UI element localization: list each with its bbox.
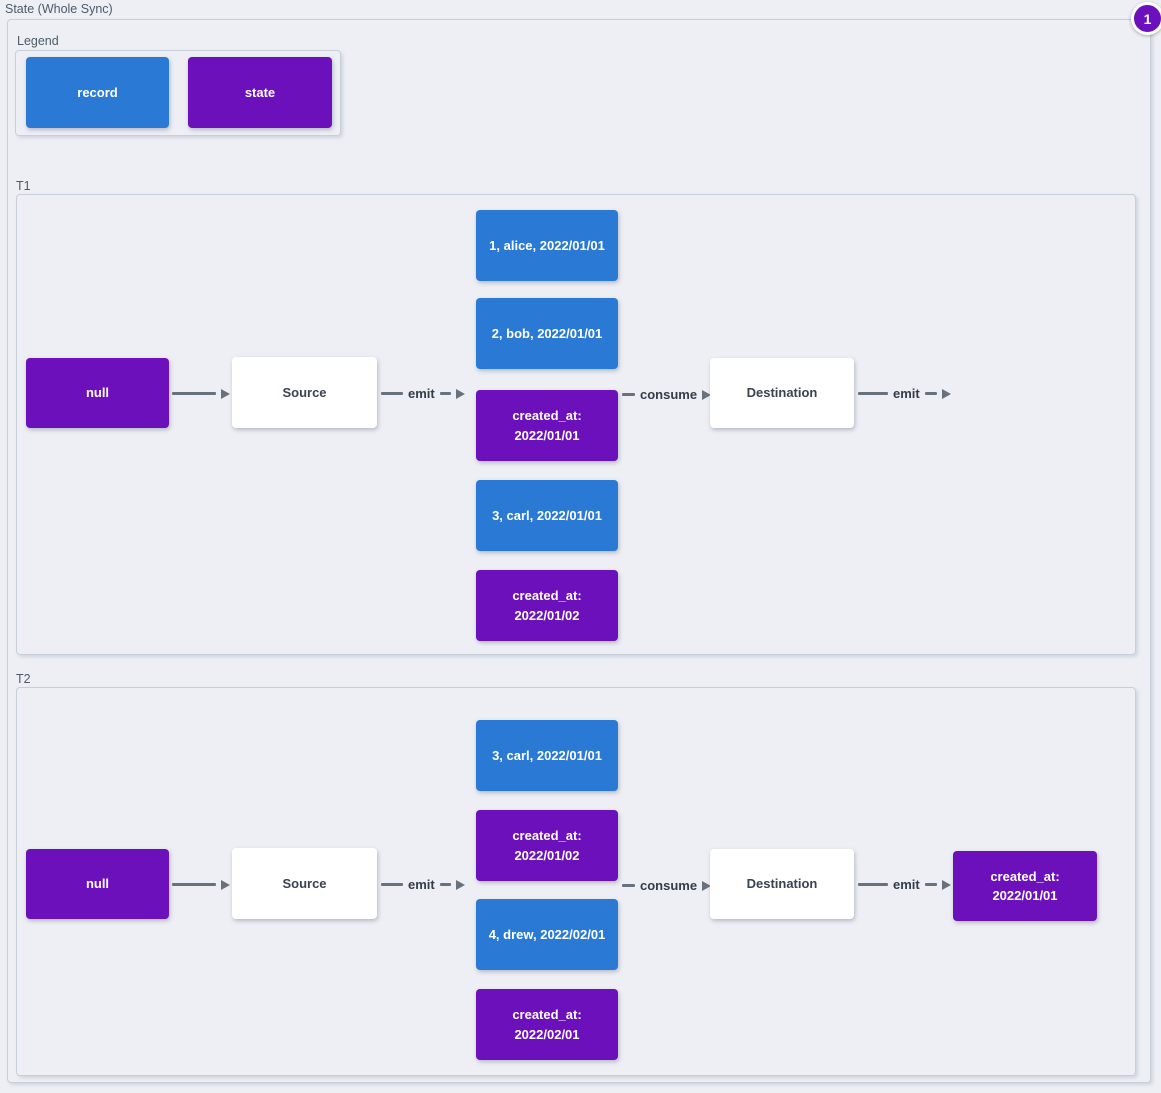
- t1-stack-item-2: created_at: 2022/01/01: [476, 390, 618, 461]
- t2-input-state-node: null: [26, 849, 169, 919]
- t1-stack-item-1: 2, bob, 2022/01/01: [476, 298, 618, 369]
- arrow-head-icon: [702, 880, 712, 891]
- diagram-title: State (Whole Sync): [5, 2, 113, 16]
- consume-label: consume: [640, 878, 698, 893]
- t2-stack-item-2: 4, drew, 2022/02/01: [476, 899, 618, 970]
- legend-record-swatch: record: [26, 57, 169, 128]
- arrow-head-icon: [455, 388, 465, 399]
- arrow-head-icon: [455, 879, 465, 890]
- section-t2-label: T2: [16, 672, 31, 686]
- t2-stack-item-3: created_at: 2022/02/01: [476, 989, 618, 1060]
- t2-destination-node: Destination: [710, 849, 854, 919]
- arrow-line: [439, 883, 451, 886]
- arrow-line: [924, 392, 937, 395]
- t1-stack-item-4: created_at: 2022/01/02: [476, 570, 618, 641]
- arrow-head-icon: [941, 388, 951, 399]
- consume-label: consume: [640, 387, 698, 402]
- section-t1-label: T1: [16, 179, 31, 193]
- t1-destination-node: Destination: [710, 358, 854, 428]
- arrow-line: [381, 883, 403, 886]
- t2-consume-connector: consume: [622, 878, 712, 893]
- t2-stack-item-0: 3, carl, 2022/01/01: [476, 720, 618, 791]
- t1-stack-item-3: 3, carl, 2022/01/01: [476, 480, 618, 551]
- emit-label: emit: [408, 877, 435, 892]
- arrow-line: [858, 883, 888, 886]
- arrow-line: [622, 393, 635, 396]
- legend-panel: [15, 50, 341, 136]
- t2-source-node: Source: [232, 848, 377, 919]
- t1-source-node: Source: [232, 357, 377, 428]
- t1-arrow-null-to-source: [172, 387, 230, 400]
- arrow-head-icon: [702, 389, 712, 400]
- arrow-head-icon: [941, 879, 951, 890]
- t2-arrow-null-to-source: [172, 878, 230, 891]
- t2-stack-item-1: created_at: 2022/01/02: [476, 810, 618, 881]
- emit-label: emit: [893, 877, 920, 892]
- arrow-line: [858, 392, 888, 395]
- t2-emit-connector: emit: [381, 877, 465, 892]
- t1-input-state-node: null: [26, 358, 169, 428]
- t1-emit-connector: emit: [381, 386, 465, 401]
- arrow-line: [439, 392, 451, 395]
- emit-label: emit: [893, 386, 920, 401]
- emit-label: emit: [408, 386, 435, 401]
- arrow-line: [381, 392, 403, 395]
- t2-emit-out-connector: emit: [858, 877, 951, 892]
- arrow-line: [172, 392, 216, 395]
- arrow-line: [172, 883, 216, 886]
- section-t1-panel: [16, 194, 1136, 655]
- t1-stack-item-0: 1, alice, 2022/01/01: [476, 210, 618, 281]
- t1-emit-out-connector: emit: [858, 386, 951, 401]
- arrow-line: [924, 883, 937, 886]
- t1-consume-connector: consume: [622, 387, 712, 402]
- arrow-head-icon: [221, 879, 230, 890]
- section-t2-panel: [16, 687, 1136, 1076]
- t2-output-state-node: created_at: 2022/01/01: [953, 851, 1097, 921]
- legend-state-swatch: state: [188, 57, 332, 128]
- arrow-line: [622, 884, 635, 887]
- legend-title: Legend: [17, 34, 59, 48]
- arrow-head-icon: [221, 388, 230, 399]
- outer-panel: [7, 19, 1151, 1083]
- step-badge: 1: [1131, 2, 1161, 35]
